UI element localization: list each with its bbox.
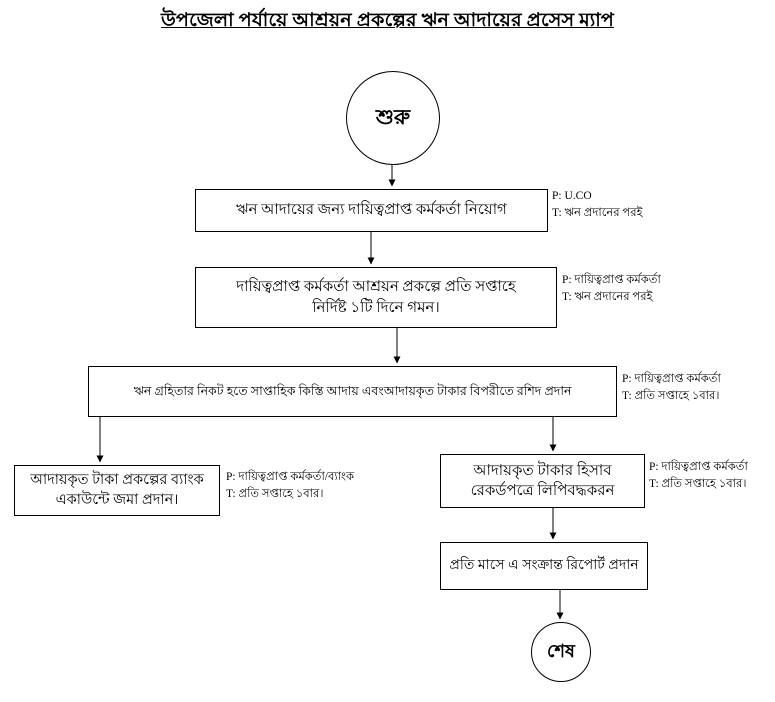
annotation-assign-officer: P: U.CO T: ঋন প্রদানের পরই [552,188,643,223]
step-weekly-visit: দায়িত্বপ্রাপ্ত কর্মকর্তা আশ্রয়ন প্রকল্… [195,267,557,328]
annotation-weekly-visit: P: দায়িত্বপ্রাপ্ত কর্মকর্তা T: ঋন প্রদা… [562,272,661,307]
step-assign-officer: ঋন আদায়ের জন্য দায়িত্বপ্রাপ্ত কর্মকর্ত… [195,189,548,232]
end-label: শেষ [547,640,575,661]
annotation-timing: T: প্রতি সপ্তাহে ১বার। [649,478,747,491]
annotation-performer: P: দায়িত্বপ্রাপ্ত কর্মকর্তা [622,373,721,385]
step-weekly-visit-label: দায়িত্বপ্রাপ্ত কর্মকর্তা আশ্রয়ন প্রকল্… [236,279,516,316]
annotation-record-keeping: P: দায়িত্বপ্রাপ্ত কর্মকর্তা T: প্রতি সপ… [649,459,748,494]
annotation-timing: T: প্রতি সপ্তাহে ১বার। [226,488,324,501]
step-record-keeping-label: আদায়কৃত টাকার হিসাব রেকর্ডপত্রে লিপিবদ্… [470,462,615,499]
step-monthly-report: প্রতি মাসে এ সংক্রান্ত রিপোর্ট প্রদান [440,542,648,590]
step-record-keeping: আদায়কৃত টাকার হিসাব রেকর্ডপত্রে লিপিবদ্… [440,454,645,508]
start-node: শুরু [346,71,440,165]
step-bank-deposit-label: আদায়কৃত টাকা প্রকল্পের ব্যাংক একাউন্টে … [30,471,204,508]
step-bank-deposit: আদায়কৃত টাকা প্রকল্পের ব্যাংক একাউন্টে … [14,465,220,516]
annotation-performer: P: দায়িত্বপ্রাপ্ত কর্মকর্তা [649,461,748,473]
start-label: শুরু [375,104,411,129]
annotation-timing: T: ঋন প্রদানের পরই [552,207,643,220]
end-node: শেষ [531,622,591,682]
annotation-collect-installment: P: দায়িত্বপ্রাপ্ত কর্মকর্তা T: প্রতি সপ… [622,371,721,406]
annotation-timing: T: ঋন প্রদানের পরই [562,291,653,304]
step-assign-officer-label: ঋন আদায়ের জন্য দায়িত্বপ্রাপ্ত কর্মকর্ত… [236,202,507,219]
annotation-performer: P: U.CO [552,190,592,202]
annotation-performer: P: দায়িত্বপ্রাপ্ত কর্মকর্তা [562,274,661,286]
step-collect-installment-label: ঋন গ্রহিতার নিকট হতে সাপ্তাহিক কিস্তি আদ… [133,384,572,399]
step-collect-installment: ঋন গ্রহিতার নিকট হতে সাপ্তাহিক কিস্তি আদ… [88,366,617,417]
annotation-performer: P: দায়িত্বপ্রাপ্ত কর্মকর্তা/ব্যাংক [226,471,355,483]
page-title: উপজেলা পর্যায়ে আশ্রয়ন প্রকল্পের ঋন আদা… [160,10,615,31]
annotation-bank-deposit: P: দায়িত্বপ্রাপ্ত কর্মকর্তা/ব্যাংক T: প… [226,469,354,504]
step-monthly-report-label: প্রতি মাসে এ সংক্রান্ত রিপোর্ট প্রদান [449,557,639,573]
annotation-timing: T: প্রতি সপ্তাহে ১বার। [622,390,720,403]
